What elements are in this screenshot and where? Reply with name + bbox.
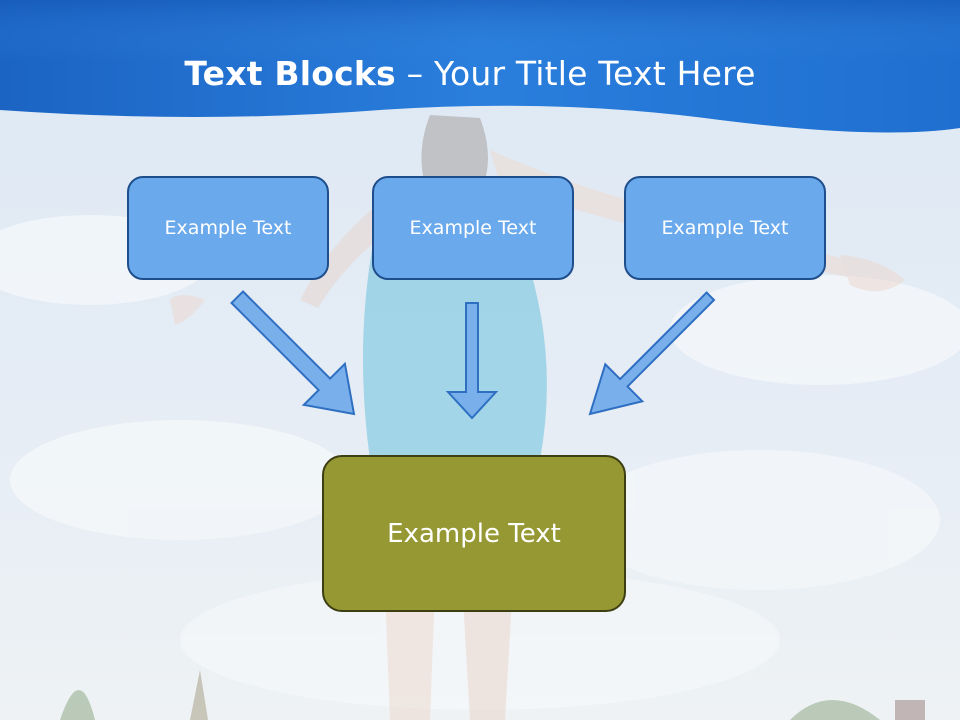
title-bold: Text Blocks <box>184 54 396 93</box>
result-block[interactable]: Example Text <box>322 455 626 612</box>
arrow-center-down <box>445 302 499 420</box>
arrow-left-diagonal <box>230 290 356 416</box>
title-dash: – <box>406 54 424 93</box>
title-rest: Your Title Text Here <box>434 54 756 93</box>
text-block-2-label: Example Text <box>409 217 537 239</box>
text-block-1-label: Example Text <box>164 217 292 239</box>
text-block-3-label: Example Text <box>661 217 789 239</box>
arrow-right-diagonal <box>588 291 716 416</box>
result-block-label: Example Text <box>387 518 561 549</box>
slide-title: Text Blocks – Your Title Text Here <box>0 52 940 96</box>
text-block-1[interactable]: Example Text <box>127 176 329 280</box>
text-block-3[interactable]: Example Text <box>624 176 826 280</box>
text-block-2[interactable]: Example Text <box>372 176 574 280</box>
